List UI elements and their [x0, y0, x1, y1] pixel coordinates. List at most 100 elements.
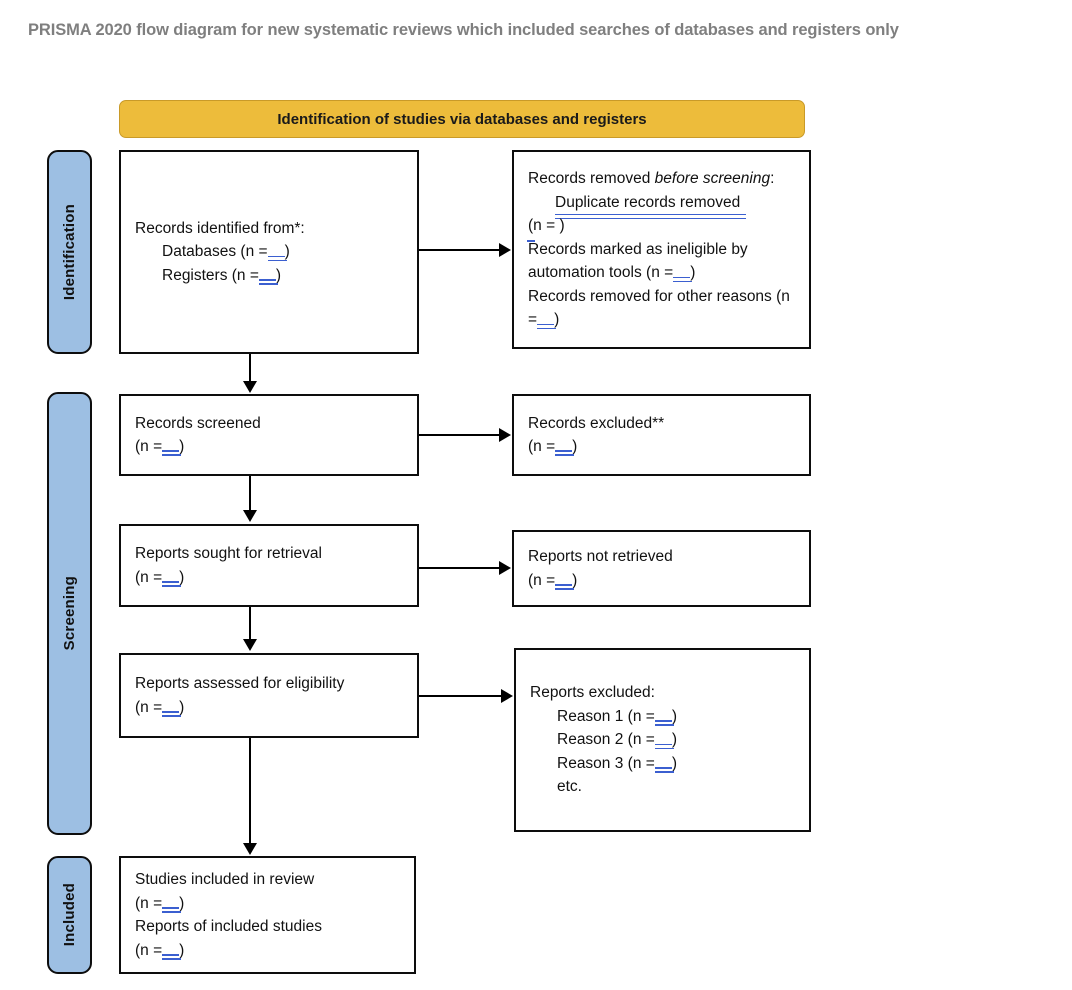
records-screened-n-field[interactable] [162, 436, 182, 456]
box-studies-included-text: Studies included in review (n =) Reports… [135, 868, 322, 962]
box-studies-included: Studies included in review (n =) Reports… [119, 856, 416, 974]
reason-3-n-field[interactable] [654, 752, 674, 773]
reason-1-label: Reason 1 (n = [557, 707, 655, 725]
box-records-excluded-text: Records excluded** (n =) [528, 412, 664, 459]
box-reports-not-retrieved: Reports not retrieved (n =) [512, 530, 811, 607]
connector-assessed-to-included [249, 738, 251, 844]
databases-close-paren: ) [284, 243, 290, 261]
phase-bar-included: Included [47, 856, 92, 974]
arrowhead-assessed-to-included [243, 843, 257, 855]
stage-header-label: Identification of studies via databases … [277, 110, 647, 128]
box-reports-assessed-text: Reports assessed for eligibility (n =) [135, 672, 344, 719]
records-identified-title: Records identified from*: [135, 219, 305, 237]
box-records-removed-text: Records removed before screening: Duplic… [527, 167, 795, 332]
records-removed-title-colon: : [770, 170, 775, 188]
duplicate-records-label[interactable]: Duplicate records removed [555, 191, 747, 219]
reports-included-title: Reports of included studies [135, 918, 322, 935]
registers-close-paren: ) [275, 266, 282, 284]
records-screened-title: Records screened [135, 414, 261, 432]
reports-included-close-paren: ) [179, 941, 185, 959]
records-excluded-title: Records excluded** [528, 414, 665, 432]
records-excluded-close-paren: ) [572, 438, 578, 455]
reason-2-n-field[interactable] [654, 729, 674, 749]
arrowhead-sought-to-not-retrieved [499, 561, 511, 575]
reports-not-retrieved-n-label: (n = [528, 571, 556, 589]
stage-header-identification: Identification of studies via databases … [119, 100, 805, 138]
reports-not-retrieved-title: Reports not retrieved [528, 548, 673, 565]
studies-included-n-field[interactable] [162, 892, 182, 912]
box-reports-sought-text: Reports sought for retrieval (n =) [135, 542, 322, 589]
reports-excluded-title: Reports excluded: [530, 684, 655, 702]
other-reasons-label: Records removed for other reasons (n = [528, 287, 790, 329]
reports-sought-close-paren: ) [179, 568, 185, 586]
page-title: PRISMA 2020 flow diagram for new systema… [28, 21, 899, 39]
databases-n-field[interactable] [267, 241, 287, 261]
records-screened-close-paren: ) [179, 438, 185, 455]
databases-label: Databases (n = [162, 243, 268, 261]
other-reasons-n-field[interactable] [537, 309, 557, 329]
duplicate-records-n-field[interactable]: (n = ) [527, 214, 565, 242]
ineligible-records-close-paren: ) [690, 264, 696, 282]
records-excluded-n-field[interactable] [555, 436, 575, 456]
phase-label-screening: Screening [61, 576, 78, 651]
box-records-screened-text: Records screened (n =) [135, 412, 261, 459]
box-reports-excluded-text: Reports excluded: Reason 1 (n =) Reason … [530, 681, 677, 799]
box-records-identified: Records identified from*: Databases (n =… [119, 150, 419, 354]
box-records-removed: Records removed before screening: Duplic… [512, 150, 811, 349]
records-identified-registers-line: Registers (n =) [135, 264, 305, 288]
box-records-identified-text: Records identified from*: Databases (n =… [135, 217, 305, 288]
phase-label-identification: Identification [61, 203, 78, 301]
reports-assessed-n-field[interactable] [162, 696, 182, 716]
duplicate-records-line: Duplicate records removed [528, 191, 795, 219]
reasons-etc: etc. [557, 778, 582, 796]
box-records-excluded: Records excluded** (n =) [512, 394, 811, 476]
records-excluded-n-label: (n = [528, 438, 556, 455]
connector-sought-to-assessed [249, 607, 251, 640]
arrowhead-assessed-to-reports-excluded [501, 689, 513, 703]
reports-assessed-close-paren: ) [179, 698, 185, 716]
reason-3-close-paren: ) [671, 754, 677, 772]
reports-included-n-label: (n = [135, 941, 163, 959]
reports-assessed-n-label: (n = [135, 698, 163, 716]
arrowhead-identified-to-screened [243, 381, 257, 393]
reports-assessed-title: Reports assessed for eligibility [135, 675, 345, 692]
connector-screened-to-excluded [419, 434, 500, 436]
records-removed-title-part1: Records removed [528, 170, 655, 188]
box-reports-excluded: Reports excluded: Reason 1 (n =) Reason … [514, 648, 811, 832]
connector-identified-to-screened [249, 354, 251, 382]
arrowhead-screened-to-excluded [499, 428, 511, 442]
reason-1-close-paren: ) [671, 707, 677, 725]
reason-3-label: Reason 3 (n = [557, 754, 655, 772]
reports-included-n-field[interactable] [162, 939, 182, 959]
box-reports-sought: Reports sought for retrieval (n =) [119, 524, 419, 607]
reports-sought-title: Reports sought for retrieval [135, 545, 322, 562]
connector-identified-to-removed [419, 249, 500, 251]
reports-sought-n-field[interactable] [162, 566, 182, 586]
arrowhead-identified-to-removed [499, 243, 511, 257]
reason-2-line: Reason 2 (n =) [530, 728, 677, 752]
reason-1-n-field[interactable] [654, 705, 674, 726]
studies-included-close-paren: ) [179, 894, 185, 912]
phase-bar-identification: Identification [47, 150, 92, 354]
arrowhead-screened-to-sought [243, 510, 257, 522]
ineligible-records-n-field[interactable] [673, 262, 693, 282]
reason-3-line: Reason 3 (n =) [530, 752, 677, 776]
box-reports-assessed: Reports assessed for eligibility (n =) [119, 653, 419, 738]
registers-n-field[interactable] [258, 264, 278, 285]
records-identified-databases-line: Databases (n =) [135, 240, 305, 264]
box-reports-not-retrieved-text: Reports not retrieved (n =) [528, 545, 673, 592]
reason-2-label: Reason 2 (n = [557, 731, 655, 749]
reports-not-retrieved-close-paren: ) [572, 571, 578, 589]
registers-label: Registers (n = [162, 266, 259, 284]
reason-2-close-paren: ) [671, 731, 677, 749]
ineligible-records-label: Records marked as ineligible by automati… [528, 240, 748, 282]
reports-not-retrieved-n-field[interactable] [555, 569, 575, 589]
records-removed-title-italic: before screening [654, 170, 771, 188]
records-screened-n-label: (n = [135, 438, 163, 455]
reason-1-line: Reason 1 (n =) [530, 705, 677, 729]
reports-sought-n-label: (n = [135, 568, 163, 586]
phase-bar-screening: Screening [47, 392, 92, 835]
other-reasons-close-paren: ) [554, 311, 560, 329]
phase-label-included: Included [61, 883, 78, 947]
box-records-screened: Records screened (n =) [119, 394, 419, 476]
